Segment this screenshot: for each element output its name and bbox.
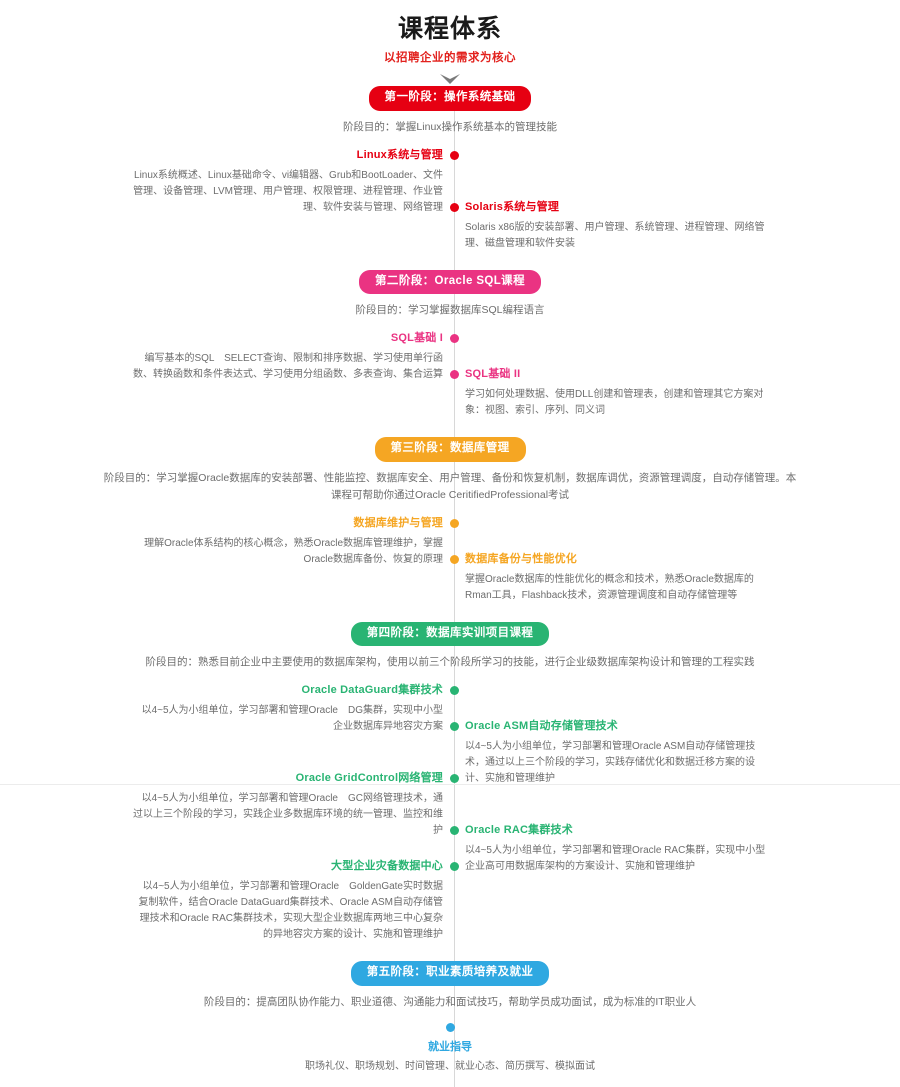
course-description: 以4~5人为小组单位，学习部署和管理Oracle ASM自动存储管理技术，通过以…: [465, 741, 756, 784]
timeline-dot: [450, 686, 459, 695]
course-description: Linux系统概述、Linux基础命令、vi编辑器、Grub和BootLoade…: [133, 169, 443, 213]
stage-courses: 数据库维护与管理理解Oracle体系结构的核心概念，熟悉Oracle数据库管理维…: [0, 504, 900, 616]
timeline-dot: [450, 862, 459, 871]
stage-badge[interactable]: 第三阶段：数据库管理: [374, 437, 526, 462]
stage-courses: Linux系统与管理 Linux系统概述、Linux基础命令、vi编辑器、Grub…: [0, 136, 900, 264]
stage-goal: 阶段目的：掌握Linux操作系统基本的管理技能: [342, 120, 558, 133]
course-name[interactable]: 就业指导: [428, 1040, 472, 1053]
course-description: 理解Oracle体系结构的核心概念，熟悉Oracle数据库管理维护，掌握Orac…: [144, 537, 443, 565]
course-name[interactable]: Oracle RAC集群技术: [465, 824, 573, 836]
course-item: Oracle DataGuard集群技术以4~5人为小组单位，学习部署和管理Or…: [133, 683, 443, 735]
course-description: 职场礼仪、职场规划、时间管理、就业心态、简历撰写、模拟面试: [305, 1060, 595, 1072]
course-description: 以4~5人为小组单位，学习部署和管理Oracle DG集群，实现中小型企业数据库…: [141, 705, 443, 732]
stage-goal: 阶段目的：熟悉目前企业中主要使用的数据库架构，使用以前三个阶段所学习的技能，进行…: [145, 656, 755, 668]
course-description: 以4~5人为小组单位，学习部署和管理Oracle GC网络管理技术，通过以上三个…: [133, 793, 443, 836]
stage-badge-wrap: 第五阶段：职业素质培养及就业: [0, 961, 900, 986]
timeline-axis: [454, 86, 455, 1087]
stage-courses: Oracle DataGuard集群技术以4~5人为小组单位，学习部署和管理Or…: [0, 671, 900, 955]
course-description: 以4~5人为小组单位，学习部署和管理Oracle GoldenGate实时数据复…: [138, 881, 444, 940]
timeline-dot: [450, 370, 459, 379]
page-subtitle: 以招聘企业的需求为核心: [384, 52, 516, 64]
stage-badge-wrap: 第三阶段：数据库管理: [0, 437, 900, 462]
stage-badge-wrap: 第二阶段：Oracle SQL课程: [0, 269, 900, 294]
course-name[interactable]: SQL基础 II: [465, 368, 521, 380]
course-description: 编写基本的SQL SELECT查询、限制和排序数据、学习使用单行函数、转换函数和…: [133, 353, 443, 380]
course-item: Oracle RAC集群技术以4~5人为小组单位，学习部署和管理Oracle R…: [465, 823, 770, 875]
timeline-dot: [450, 722, 459, 731]
stage-badge-wrap: 第一阶段：操作系统基础: [0, 86, 900, 111]
course-name[interactable]: 大型企业灾备数据中心: [331, 860, 443, 872]
stage-badge[interactable]: 第二阶段：Oracle SQL课程: [359, 269, 541, 294]
course-item: 数据库备份与性能优化掌握Oracle数据库的性能优化的概念和技术，熟悉Oracl…: [465, 552, 770, 604]
course-description: 掌握Oracle数据库的性能优化的概念和技术，熟悉Oracle数据库的Rman工…: [465, 573, 754, 601]
course-name[interactable]: Linux系统与管理: [356, 148, 443, 161]
timeline-dot: [450, 774, 459, 783]
course-item: 就业指导职场礼仪、职场规划、时间管理、就业心态、简历撰写、模拟面试: [0, 1022, 900, 1075]
course-item: Solaris系统与管理 Solaris x86版的安装部署、用户管理、系统管理、…: [465, 200, 770, 252]
stage-goal: 阶段目的：提高团队协作能力、职业道德、沟通能力和面试技巧，帮助学员成功面试，成为…: [203, 995, 697, 1008]
stage-badge[interactable]: 第四阶段：数据库实训项目课程: [350, 621, 550, 646]
stage-goal: 阶段目的：学习掌握Oracle数据库的安装部署、性能监控、数据库安全、用户管理、…: [103, 471, 797, 501]
course-item: SQL基础 II 学习如何处理数据、使用DLL创建和管理表，创建和管理其它方案对象…: [465, 367, 770, 419]
course-name[interactable]: Solaris系统与管理: [465, 200, 560, 213]
stage-4: 第四阶段：数据库实训项目课程阶段目的：熟悉目前企业中主要使用的数据库架构，使用以…: [0, 621, 900, 956]
stage-5: 第五阶段：职业素质培养及就业阶段目的：提高团队协作能力、职业道德、沟通能力和面试…: [0, 961, 900, 1087]
stage-goal: 阶段目的：学习掌握数据库SQL编程语言: [355, 304, 545, 316]
stage-badge[interactable]: 第五阶段：职业素质培养及就业: [350, 961, 550, 986]
timeline-dot: [445, 1022, 455, 1032]
course-item: SQL基础 I 编写基本的SQL SELECT查询、限制和排序数据、学习使用单行函…: [133, 331, 443, 383]
course-item: Oracle ASM自动存储管理技术以4~5人为小组单位，学习部署和管理Orac…: [465, 719, 770, 787]
course-item: Linux系统与管理 Linux系统概述、Linux基础命令、vi编辑器、Grub…: [133, 148, 443, 216]
course-name[interactable]: 数据库维护与管理: [353, 516, 443, 529]
course-name[interactable]: Oracle GridControl网络管理: [295, 772, 443, 784]
timeline-dot: [450, 554, 459, 564]
course-description: Solaris x86版的安装部署、用户管理、系统管理、进程管理、网络管理、磁盘…: [465, 221, 765, 249]
course-name[interactable]: Oracle DataGuard集群技术: [301, 684, 443, 696]
chevron-down-icon: [440, 74, 460, 84]
stage-3: 第三阶段：数据库管理阶段目的：学习掌握Oracle数据库的安装部署、性能监控、数…: [0, 437, 900, 616]
course-item: 大型企业灾备数据中心以4~5人为小组单位，学习部署和管理Oracle Golde…: [133, 859, 444, 943]
stage-timeline: 第一阶段：操作系统基础阶段目的：掌握Linux操作系统基本的管理技能 Linux系…: [0, 86, 900, 1087]
timeline-dot: [450, 202, 459, 212]
stage-badge-wrap: 第四阶段：数据库实训项目课程: [0, 621, 900, 646]
course-name[interactable]: 数据库备份与性能优化: [465, 552, 577, 565]
course-item: 数据库维护与管理理解Oracle体系结构的核心概念，熟悉Oracle数据库管理维…: [133, 516, 443, 568]
course-item: Oracle GridControl网络管理以4~5人为小组单位，学习部署和管理…: [133, 771, 443, 839]
page-header: 课程体系 以招聘企业的需求为核心: [0, 0, 900, 86]
course-name[interactable]: Oracle ASM自动存储管理技术: [465, 720, 618, 732]
page-title: 课程体系: [397, 15, 502, 43]
timeline-dot: [450, 150, 459, 160]
timeline-dot: [450, 518, 459, 528]
stage-badge[interactable]: 第一阶段：操作系统基础: [368, 86, 532, 111]
timeline-dot: [450, 826, 459, 835]
course-name[interactable]: SQL基础 I: [390, 332, 443, 344]
course-description: 以4~5人为小组单位，学习部署和管理Oracle RAC集群，实现中小型企业高可…: [465, 845, 766, 872]
stage-1: 第一阶段：操作系统基础阶段目的：掌握Linux操作系统基本的管理技能 Linux系…: [0, 86, 900, 264]
course-description: 学习如何处理数据、使用DLL创建和管理表，创建和管理其它方案对象：视图、索引、序…: [465, 389, 764, 416]
stage-courses: 就业指导职场礼仪、职场规划、时间管理、就业心态、简历撰写、模拟面试: [0, 1011, 900, 1087]
timeline-dot: [450, 334, 459, 343]
stage-2: 第二阶段：Oracle SQL课程阶段目的：学习掌握数据库SQL编程语言 SQL基…: [0, 269, 900, 432]
stage-courses: SQL基础 I 编写基本的SQL SELECT查询、限制和排序数据、学习使用单行函…: [0, 319, 900, 431]
